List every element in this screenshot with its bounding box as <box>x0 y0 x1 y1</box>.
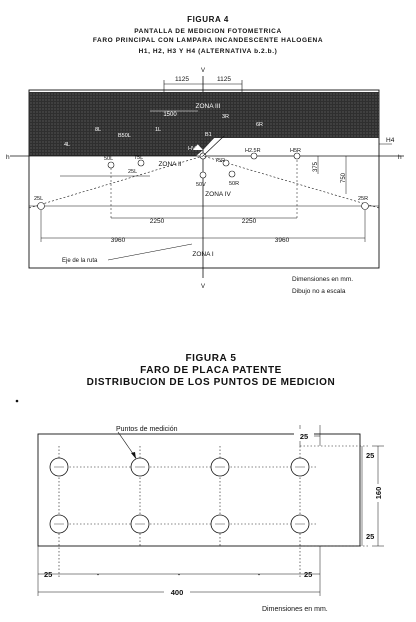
point-75l: 75L <box>134 155 143 161</box>
point-50v-marker <box>199 171 207 179</box>
figure4-title: FIGURA 4 <box>187 15 229 24</box>
figure4-subtitle-1: PANTALLA DE MEDICION FOTOMETRICA <box>134 28 282 35</box>
figure-5: FIGURA 5 FARO DE PLACA PATENTE DISTRIBUC… <box>37 353 384 613</box>
dim-400: 400 <box>171 588 184 597</box>
dim-3960-right: 3960 <box>275 237 290 244</box>
point-crosshairs <box>54 466 305 525</box>
dim-400-box <box>164 585 190 597</box>
dim-25-bottom-left: 25 <box>44 570 52 579</box>
figure4-scale-note: Dibujo no a escala <box>292 288 346 295</box>
road-axis-pointer <box>107 243 193 261</box>
point-50l-marker <box>107 161 115 169</box>
point-3r: 3R <box>222 114 229 120</box>
dash-mark-3: - <box>258 570 261 579</box>
scan-speck <box>15 399 19 403</box>
point-50r: 50R <box>229 181 239 187</box>
point-25r-marker <box>361 202 369 210</box>
plate-outline <box>37 433 361 547</box>
point-25l-marker <box>37 202 45 210</box>
dim-25-right-top: 25 <box>366 451 374 460</box>
dim-25-bottom-right: 25 <box>304 570 312 579</box>
point-h25r: H2.5R <box>245 148 261 154</box>
points-label-arrow <box>131 452 136 459</box>
dim-160-box <box>372 484 384 502</box>
figure4-units: Dimensiones en mm. <box>292 276 353 283</box>
h4-label: H4 <box>386 137 395 144</box>
figure5-title: FIGURA 5 <box>185 353 236 364</box>
axis-v-top-label: V <box>201 68 205 74</box>
dim-25-top: 25 <box>300 432 308 441</box>
point-h25r-marker <box>250 152 258 160</box>
road-axis-label: Eje de la ruta <box>62 258 98 264</box>
points-label: Puntos de medición <box>116 426 178 433</box>
figure4-subtitle-2: FARO PRINCIPAL CON LAMPARA INCANDESCENTE… <box>93 37 323 44</box>
dim-375: 375 <box>313 161 319 172</box>
dim-1125-right: 1125 <box>217 76 231 83</box>
axis-v-bottom-label: V <box>201 284 205 290</box>
h-label-right: h <box>398 154 402 161</box>
point-25l-small: 25L <box>128 169 137 175</box>
point-75l-marker <box>137 159 145 167</box>
point-75r-marker <box>222 159 230 167</box>
point-h5r: H5R <box>290 148 301 154</box>
zone-1-label: ZONA I <box>192 251 214 258</box>
point-50v: 50V <box>196 182 206 188</box>
zone-2-label: ZONA II <box>158 161 181 168</box>
point-50l: 50L <box>104 156 113 162</box>
figure5-units: Dimensiones en mm. <box>262 606 328 613</box>
zone-3-shade-main <box>29 92 379 138</box>
cutoff-right <box>202 155 380 209</box>
dash-mark-2: - <box>178 570 181 579</box>
point-6r: 6R <box>256 122 263 128</box>
point-hv: HV <box>188 146 196 152</box>
point-b50l: B50L <box>118 133 131 139</box>
dim-750: 750 <box>341 172 347 183</box>
point-8l: 8L <box>95 127 101 133</box>
dim-1500: 1500 <box>163 112 177 118</box>
figure4-subtitle-3: H1, H2, H3 Y H4 (ALTERNATIVA b.2.b.) <box>139 48 278 55</box>
point-25l: 25L <box>34 196 43 202</box>
point-25r: 25R <box>358 196 368 202</box>
dim-2250-right: 2250 <box>242 218 257 225</box>
figure-4: FIGURA 4 PANTALLA DE MEDICION FOTOMETRIC… <box>6 15 404 295</box>
screen-frame <box>28 89 380 269</box>
dim-25-top-box <box>294 429 314 441</box>
dim-160: 160 <box>374 487 383 500</box>
point-75r: 75R <box>215 158 225 164</box>
point-50r-marker <box>228 170 236 178</box>
dim-2250-left: 2250 <box>150 218 165 225</box>
dim-25-right-bottom: 25 <box>366 532 374 541</box>
cutoff-rise <box>202 135 225 157</box>
zone-4-label: ZONA IV <box>205 191 231 198</box>
h-label-left: h <box>6 154 10 161</box>
dim-3960-left: 3960 <box>111 237 126 244</box>
figure5-subtitle-2: DISTRIBUCION DE LOS PUNTOS DE MEDICION <box>87 377 336 388</box>
point-4l: 4L <box>64 142 70 148</box>
figure5-subtitle-1: FARO DE PLACA PATENTE <box>140 365 282 376</box>
dim-1125-left: 1125 <box>175 76 189 83</box>
point-1l: 1L <box>155 127 161 133</box>
point-h5r-marker <box>293 152 301 160</box>
zone-3-label: ZONA III <box>196 103 221 110</box>
point-b1: B1 <box>205 132 212 138</box>
zone-3-shade-step <box>29 138 203 156</box>
dash-mark-1: - <box>97 570 100 579</box>
